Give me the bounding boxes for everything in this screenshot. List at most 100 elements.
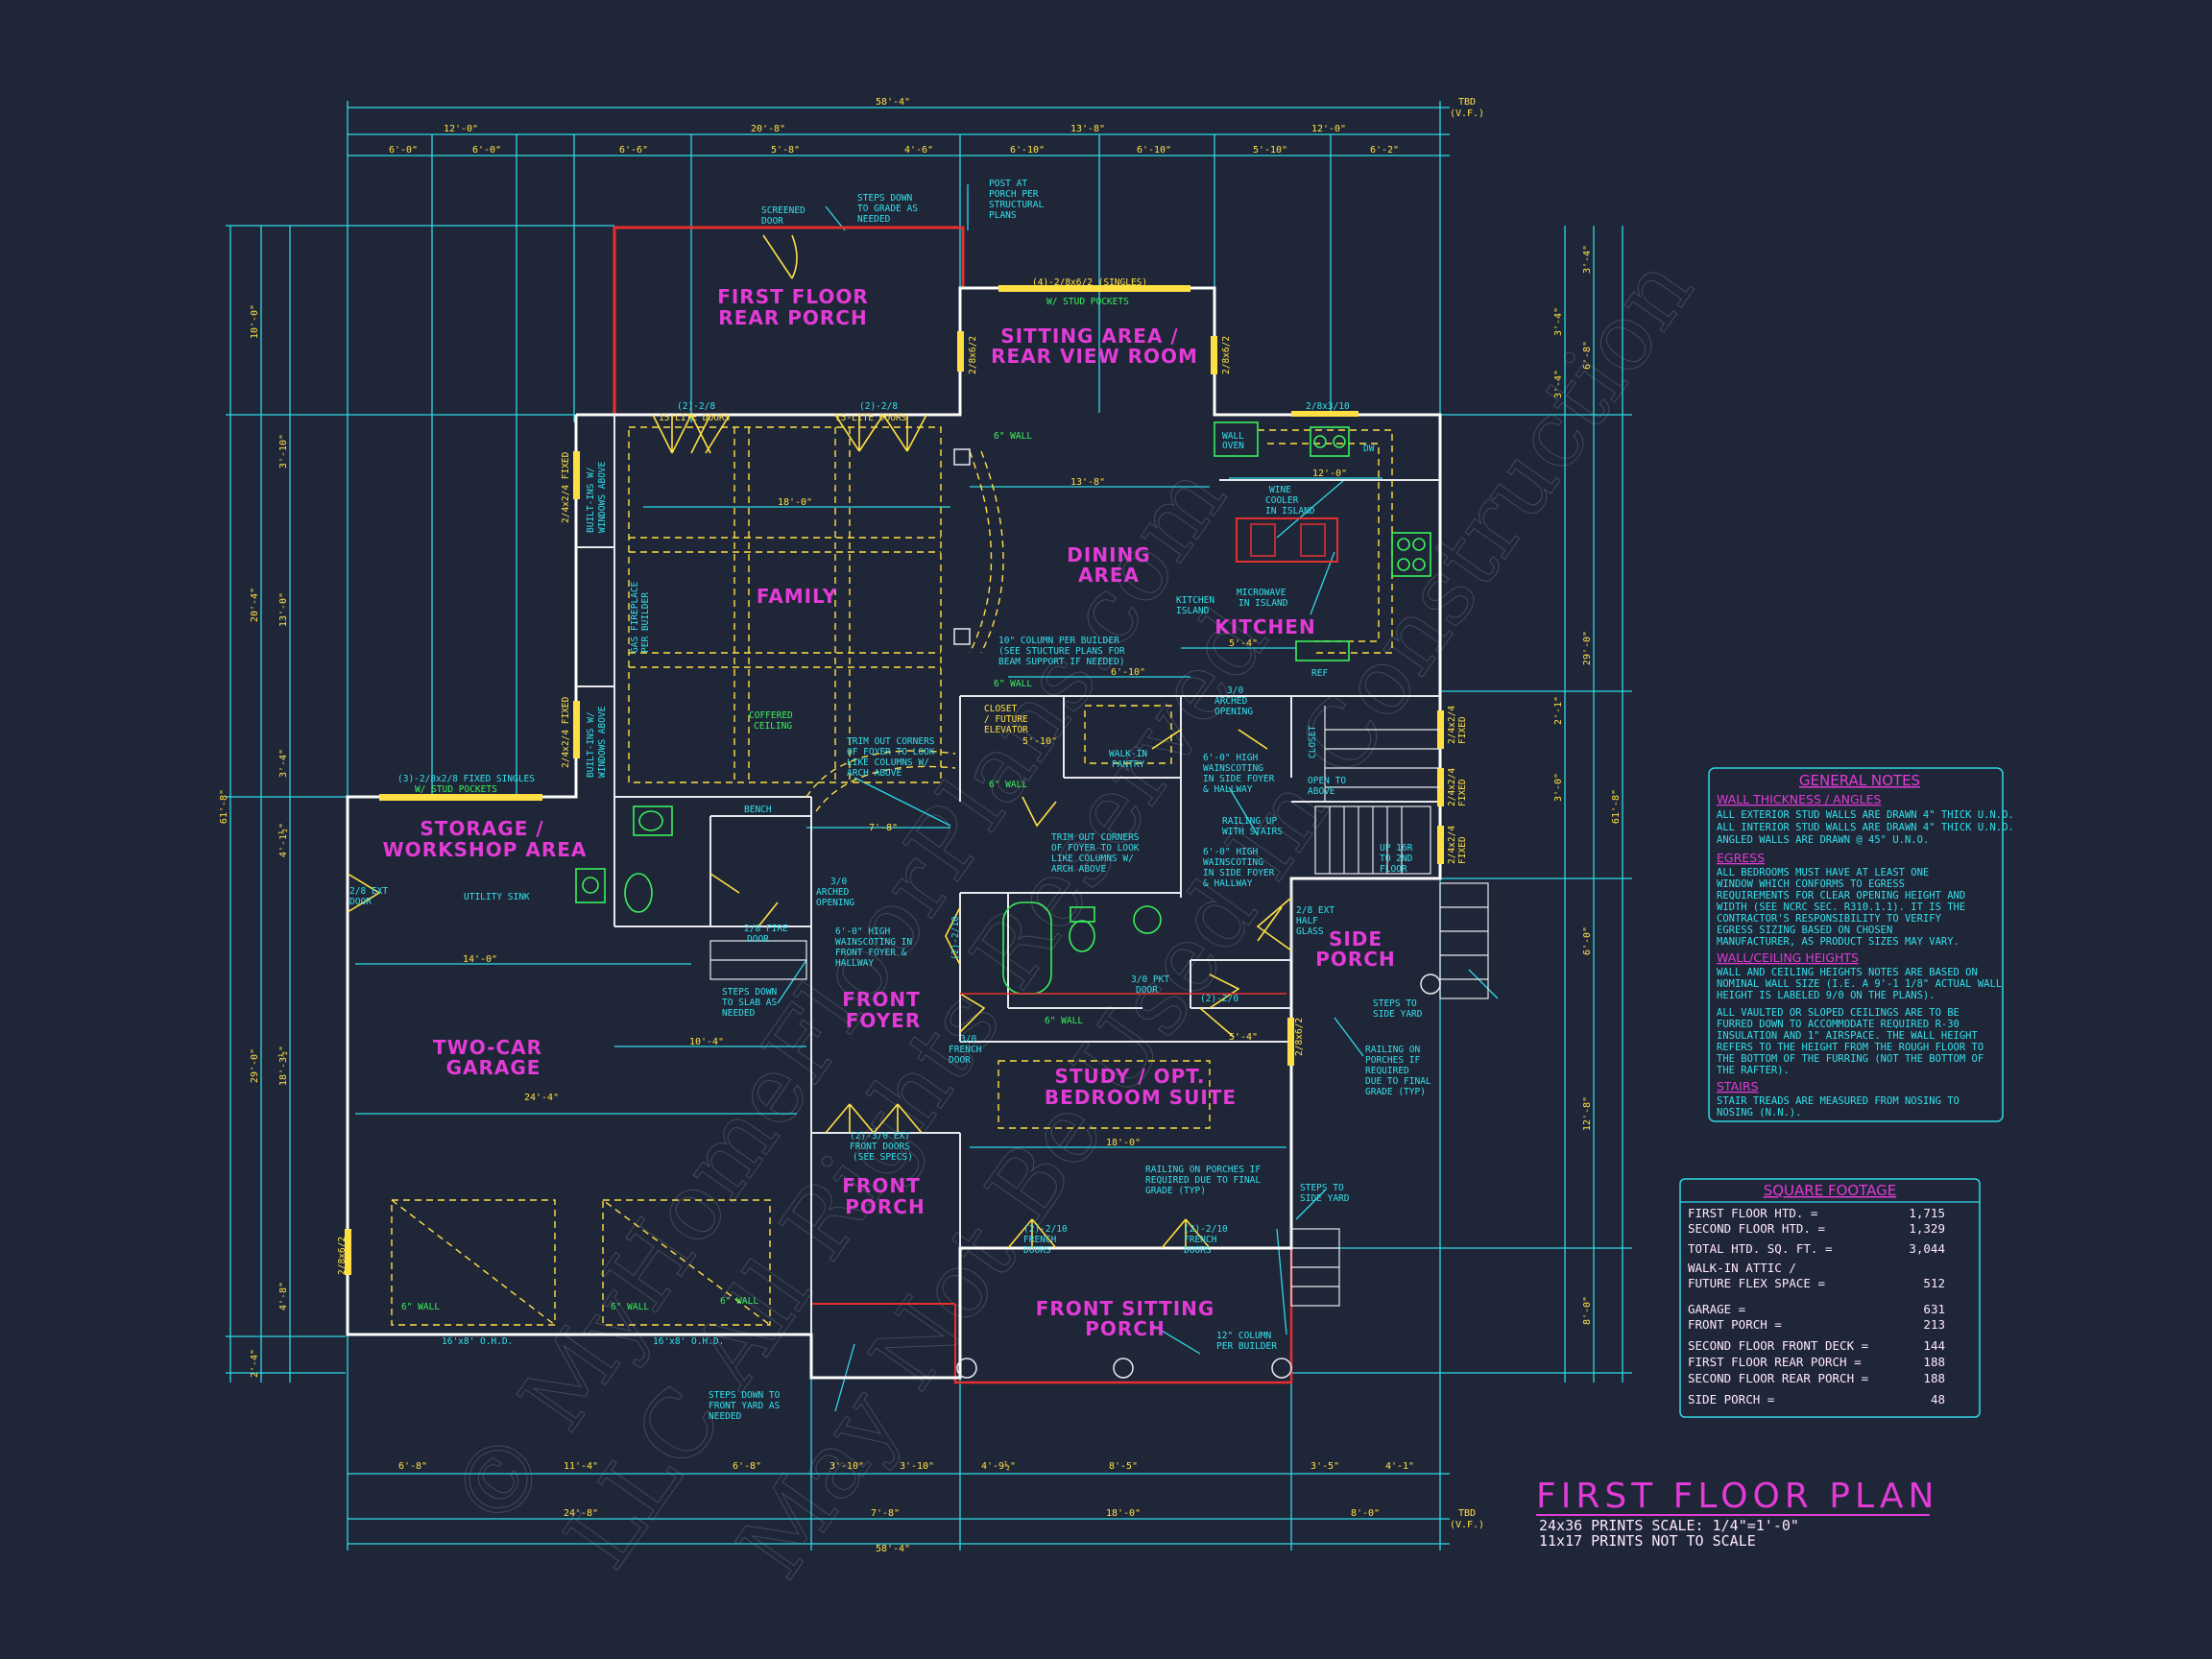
sqft-row-6-value: 631 — [1923, 1302, 1945, 1316]
sqft-row-3-label: TOTAL HTD. SQ. FT. = — [1688, 1241, 1833, 1256]
note-two-10: (2)-2/10 — [950, 916, 961, 960]
note-builtins-top-1: BUILT-INS W/ — [586, 467, 596, 533]
note-steps-side1-1: STEPS TO — [1373, 998, 1417, 1009]
gn-heights-2: NOMINAL WALL SIZE (I.E. A 9'-1 1/8" ACTU… — [1717, 978, 2002, 990]
gn-egress-7: MANUFACTURER, AS PRODUCT SIZES MAY VARY. — [1717, 936, 1960, 948]
note-french30-3: DOOR — [949, 1055, 971, 1066]
note-island-2: ISLAND — [1176, 606, 1210, 616]
dim-int-kitchen2: 5'-4" — [1229, 638, 1258, 649]
note-wainscot1-2: WAINSCOTING — [1203, 763, 1263, 774]
dim-int-garage2: 10'-4" — [689, 1037, 724, 1047]
note-pantry-1: WALK-IN — [1109, 749, 1147, 759]
dim-int-foyer: 7'-8" — [869, 823, 898, 833]
note-garage-door-1: 16'x8' O.H.D. — [442, 1336, 513, 1347]
note-column-3: BEAM SUPPORT IF NEEDED) — [998, 657, 1125, 667]
dim-top2-8: 5'-10" — [1253, 145, 1287, 156]
dim-bot2-2: 7'-8" — [871, 1508, 900, 1519]
note-lite-doors-r: 15-LITE DOORS — [835, 413, 907, 423]
note-wainscot3-4: HALLWAY — [835, 958, 874, 969]
note-stud-pockets: W/ STUD POCKETS — [1046, 297, 1129, 307]
note-pkt-door-1: 3/0 PKT — [1131, 974, 1169, 985]
gn-heights-6: FURRED DOWN TO ACCOMMODATE REQUIRED R-30 — [1717, 1019, 1960, 1030]
dim-int-study: 18'-0" — [1106, 1138, 1141, 1148]
note-wainscot1-4: & HALLWAY — [1203, 784, 1253, 795]
note-wine-2: COOLER — [1265, 495, 1299, 506]
room-front-porch-l2: PORCH — [845, 1195, 925, 1218]
note-column-2: (SEE STUCTURE PLANS FOR — [998, 646, 1125, 657]
doors — [347, 234, 1292, 1249]
sqft-row-7-value: 213 — [1923, 1317, 1945, 1332]
gn-heights-5: ALL VAULTED OR SLOPED CEILINGS ARE TO BE — [1717, 1007, 1960, 1019]
dim-top2-9: 6'-2" — [1370, 145, 1399, 156]
note-garage-win-2: W/ STUD POCKETS — [415, 784, 497, 795]
note-garage-win-1: (3)-2/8x2/8 FIXED SINGLES — [397, 774, 535, 784]
note-open-above-1: OPEN TO — [1308, 776, 1346, 786]
note-six-wall-g3: 6" WALL — [720, 1296, 758, 1307]
note-arch1-3: OPENING — [1214, 707, 1253, 717]
note-right-win-1: 2/4x2/4 — [1447, 706, 1457, 744]
dim-overall-bottom: 58'-4" — [876, 1544, 910, 1554]
note-ext-door-1: 2/8 EXT — [349, 886, 388, 897]
note-post-3: STRUCTURAL — [989, 200, 1044, 210]
note-trim2-2: OF FOYER TO LOOK — [1051, 843, 1140, 854]
dim-int-dining: 13'-8" — [1070, 477, 1105, 488]
note-screened-door-2: DOOR — [761, 216, 783, 227]
gn-wall-3: ANGLED WALLS ARE DRAWN @ 45° U.N.O. — [1717, 834, 1929, 846]
note-six-wall-3: 6" WALL — [989, 780, 1027, 790]
room-storage-l2: WORKSHOP AREA — [383, 838, 588, 861]
room-sitting-area-l2: REAR VIEW ROOM — [991, 345, 1198, 368]
room-garage-l1: TWO-CAR — [433, 1036, 542, 1059]
note-screened-door-1: SCREENED — [761, 205, 805, 216]
room-front-foyer-l2: FOYER — [846, 1009, 922, 1032]
note-sitting-win-r: 2/8x6/2 — [1221, 336, 1232, 374]
note-steps-slab-3: NEEDED — [722, 1008, 756, 1019]
note-wainscot3-1: 6'-0" HIGH — [835, 926, 890, 937]
note-right-win-6: FIXED — [1457, 836, 1468, 864]
dim-int-dining2: 6'-10" — [1111, 667, 1145, 678]
note-up-stairs-1: UP 16R — [1380, 843, 1413, 854]
dim-top2-3: 6'-6" — [619, 145, 648, 156]
note-wainscot3-2: WAINSCOTING IN — [835, 937, 912, 948]
sqft-row-9-label: FIRST FLOOR REAR PORCH = — [1688, 1355, 1862, 1369]
dim-right-4: 3'-4" — [1553, 370, 1564, 398]
note-trim2-4: ARCH ABOVE — [1051, 864, 1106, 875]
dim-right-2: 6'-8" — [1582, 341, 1593, 370]
dim-right-5: 29'-0" — [1582, 631, 1593, 665]
sqft-row-5-label: FUTURE FLEX SPACE = — [1688, 1276, 1825, 1290]
note-railing1-4: DUE TO FINAL — [1365, 1076, 1431, 1087]
note-bench: BENCH — [744, 805, 772, 815]
dim-left-5: 3'-4" — [278, 749, 289, 778]
dim-left-10: 2'-4" — [250, 1349, 260, 1378]
general-notes-panel: GENERAL NOTES WALL THICKNESS / ANGLES AL… — [1708, 767, 2014, 1122]
coffered-ceiling-grid — [391, 426, 1393, 1326]
note-post-1: POST AT — [989, 179, 1027, 189]
dim-top2-6: 6'-10" — [1010, 145, 1045, 156]
gn-heights-7: INSULATION AND 1" AIRSPACE. THE WALL HEI… — [1717, 1030, 1979, 1042]
dim-right-6: 2'-1" — [1553, 696, 1564, 725]
gn-heading-wall: WALL THICKNESS / ANGLES — [1717, 792, 1882, 806]
note-arch2-1: 3/0 — [830, 877, 847, 887]
room-storage-l1: STORAGE / — [420, 817, 543, 840]
note-column-1: 10" COLUMN PER BUILDER — [998, 636, 1119, 646]
note-railing-up-2: WITH STAIRS — [1222, 827, 1283, 837]
note-front-doors-1: (2)-3/0 EXT — [850, 1131, 910, 1142]
dim-left-4: 13'-0" — [278, 592, 289, 627]
watermark: © MyHomeFloorPlans.com LLC All Rights Re… — [429, 237, 1715, 1597]
room-front-sitting-l1: FRONT SITTING — [1036, 1297, 1215, 1320]
annotations: SCREENED DOOR STEPS DOWN TO GRADE AS NEE… — [337, 179, 1468, 1422]
note-steps-grade-1: STEPS DOWN — [857, 193, 912, 204]
sqft-row-11-label: SIDE PORCH = — [1688, 1392, 1774, 1407]
note-railing1-5: GRADE (TYP) — [1365, 1087, 1426, 1097]
note-steps-grade-3: NEEDED — [857, 214, 891, 225]
note-trim2-1: TRIM OUT CORNERS — [1051, 832, 1140, 843]
note-french-r-3: DOORS — [1184, 1245, 1212, 1256]
note-up-stairs-2: TO 2ND — [1380, 854, 1413, 864]
dim-bot2-3: 18'-0" — [1106, 1508, 1141, 1519]
room-kitchen: KITCHEN — [1214, 615, 1315, 638]
note-wall-oven-2: OVEN — [1222, 441, 1244, 451]
dim-vf-bot: (V.F.) — [1450, 1520, 1484, 1530]
room-sitting-area-l1: SITTING AREA / — [1000, 325, 1178, 348]
note-micro-1: MICROWAVE — [1237, 588, 1286, 598]
gn-wall-2: ALL INTERIOR STUD WALLS ARE DRAWN 4" THI… — [1717, 822, 2014, 833]
dim-right-overall: 61'-8" — [1611, 789, 1622, 824]
